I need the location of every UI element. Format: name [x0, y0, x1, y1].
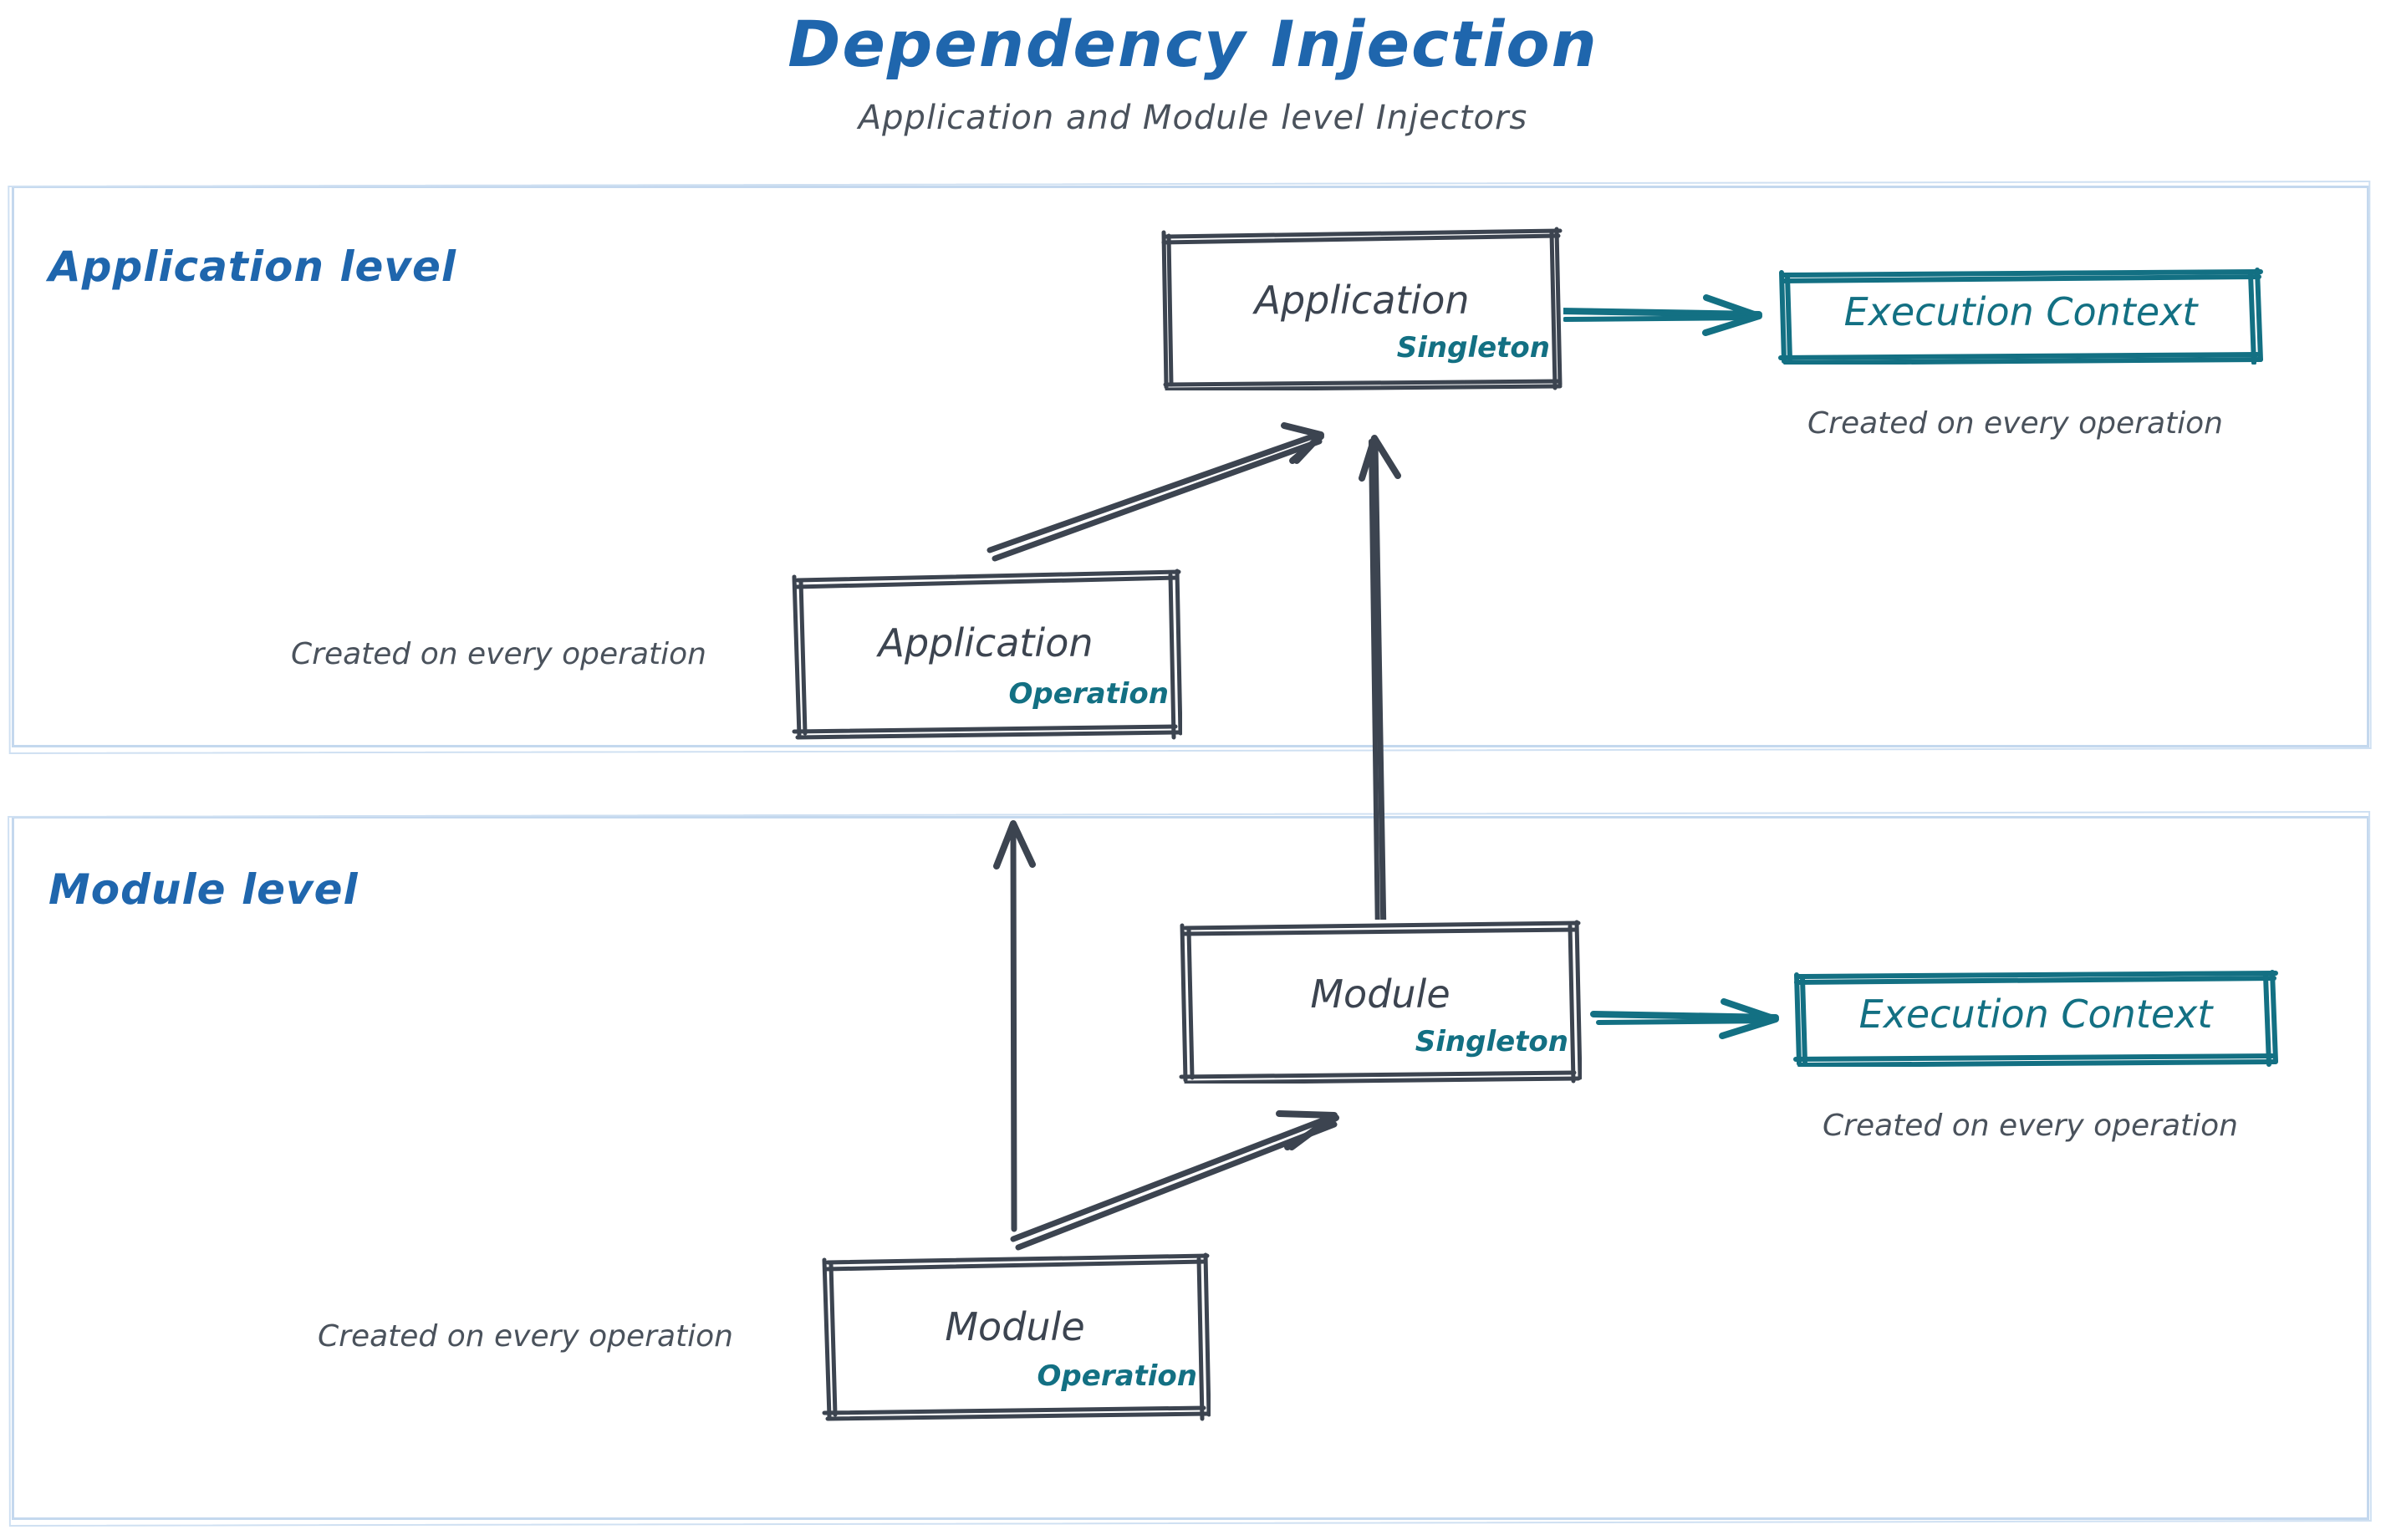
module-level-container — [12, 816, 2369, 1520]
node-scope-label: Singleton — [1415, 1025, 1568, 1058]
node-title: Execution Context — [1843, 289, 2198, 334]
node-application-execution-context[interactable]: Execution Context — [1777, 268, 2264, 365]
caption-module-execution-context: Created on every operation — [1823, 1109, 2238, 1143]
node-application-operation[interactable]: Application Operation — [789, 569, 1182, 740]
node-module-singleton[interactable]: Module Singleton — [1179, 920, 1582, 1084]
node-title: Application — [878, 620, 1094, 665]
caption-module-operation: Created on every operation — [318, 1319, 733, 1354]
caption-application-operation: Created on every operation — [291, 637, 706, 671]
caption-application-execution-context: Created on every operation — [1807, 406, 2223, 441]
page-subtitle: Application and Module level Injectors — [858, 99, 1528, 137]
application-level-container — [12, 186, 2369, 747]
node-title: Module — [1310, 971, 1450, 1017]
node-scope-label: Operation — [1037, 1359, 1197, 1393]
application-level-label: Application level — [48, 242, 457, 291]
node-application-singleton[interactable]: Application Singleton — [1160, 226, 1563, 390]
node-title: Execution Context — [1858, 992, 2213, 1037]
node-scope-label: Singleton — [1396, 331, 1550, 365]
module-level-label: Module level — [48, 865, 359, 914]
node-module-execution-context[interactable]: Execution Context — [1792, 970, 2279, 1067]
node-module-operation[interactable]: Module Operation — [819, 1252, 1211, 1421]
node-scope-label: Operation — [1008, 677, 1169, 711]
node-title: Module — [945, 1304, 1085, 1349]
node-title: Application — [1254, 278, 1470, 323]
page-title: Dependency Injection — [788, 7, 1598, 81]
